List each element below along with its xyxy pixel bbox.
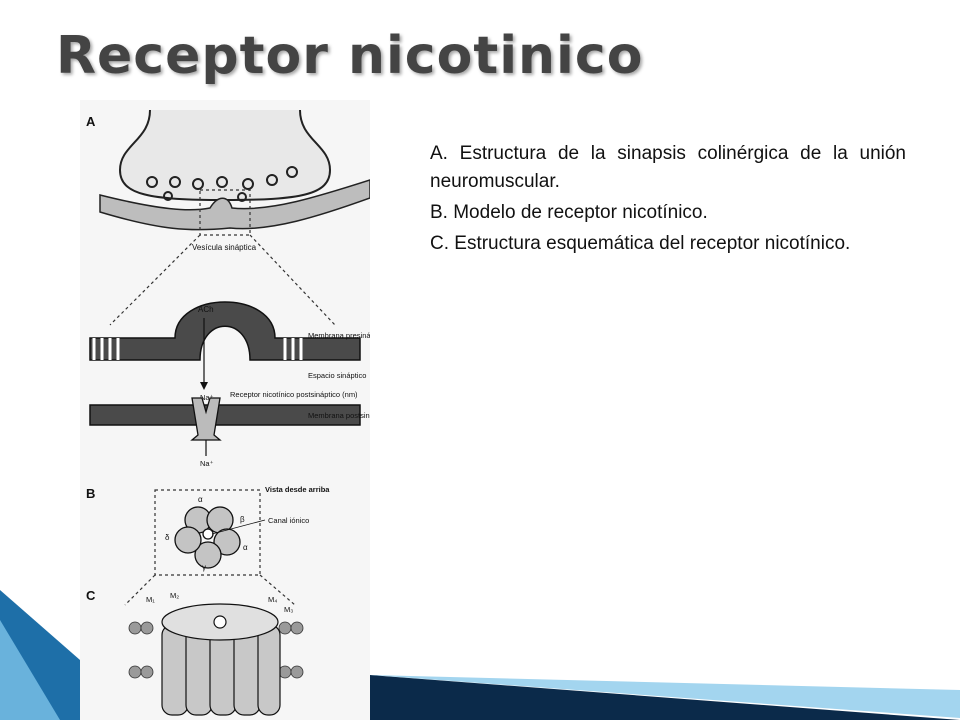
subunit-alpha-2: α — [243, 543, 248, 552]
label-espacio: Espacio sináptico — [308, 371, 366, 380]
membrane-proteins-pre — [92, 338, 303, 360]
slide-decoration — [0, 590, 960, 720]
label-vista: Vista desde arriba — [265, 485, 330, 494]
label-vesicula: Vesícula sináptica — [192, 243, 257, 252]
nicotinic-receptor — [190, 397, 222, 441]
muscle-fiber — [99, 179, 370, 231]
figure-drawing: A Vesícula sináptica ACh Membrana presin… — [86, 109, 370, 716]
bottom-accent-dark — [370, 675, 960, 720]
subunit-delta: δ — [165, 533, 170, 542]
panel-label-a: A — [86, 114, 96, 129]
postsynaptic-membrane — [89, 404, 361, 426]
label-na-in: Na⁺ — [200, 393, 214, 402]
label-m3: M₃ — [284, 605, 293, 614]
label-m2: M₂ — [170, 591, 179, 600]
caption-b: B. Modelo de receptor nicotínico. — [430, 202, 708, 223]
caption-a: A. Estructura de la sinapsis colinérgica… — [430, 143, 906, 192]
label-canal: Canal iónico — [268, 516, 309, 525]
figure-caption: A. Estructura de la sinapsis colinérgica… — [430, 140, 906, 261]
top-view-box — [154, 489, 261, 576]
slide-title: Receptor nicotinico — [56, 26, 644, 86]
lipid-bilayer — [128, 621, 304, 679]
bottom-accent-light — [370, 675, 960, 718]
subunit-beta: β — [240, 515, 245, 524]
corner-accent-light — [0, 620, 60, 720]
label-na-out: Na⁺ — [200, 459, 214, 468]
label-m4: M₄ — [268, 595, 277, 604]
label-membrana-pre: Membrana presináptica — [308, 331, 370, 340]
subunit-alpha-1: α — [198, 495, 203, 504]
receptor-cylinders — [161, 603, 281, 716]
synaptic-vesicles — [146, 166, 298, 202]
canal-pointer — [211, 519, 266, 535]
zoom-lines-b — [124, 574, 296, 606]
ach-arrow-head — [200, 382, 208, 390]
synapse-figure: A Vesícula sináptica ACh Membrana presin… — [80, 100, 370, 720]
label-receptor: Receptor nicotínico postsináptico (nm) — [230, 390, 358, 399]
receptor-top-view — [174, 506, 241, 569]
zoom-lines — [109, 189, 336, 326]
panel-label-c: C — [86, 588, 96, 603]
label-m1: M₁ — [146, 595, 155, 604]
panel-label-b: B — [86, 486, 95, 501]
caption-c: C. Estructura esquemática del receptor n… — [430, 233, 851, 254]
label-membrana-post: Membrana postsináptica — [308, 411, 370, 420]
label-ach: ACh — [198, 305, 214, 314]
subunit-gamma: γ — [202, 563, 206, 572]
